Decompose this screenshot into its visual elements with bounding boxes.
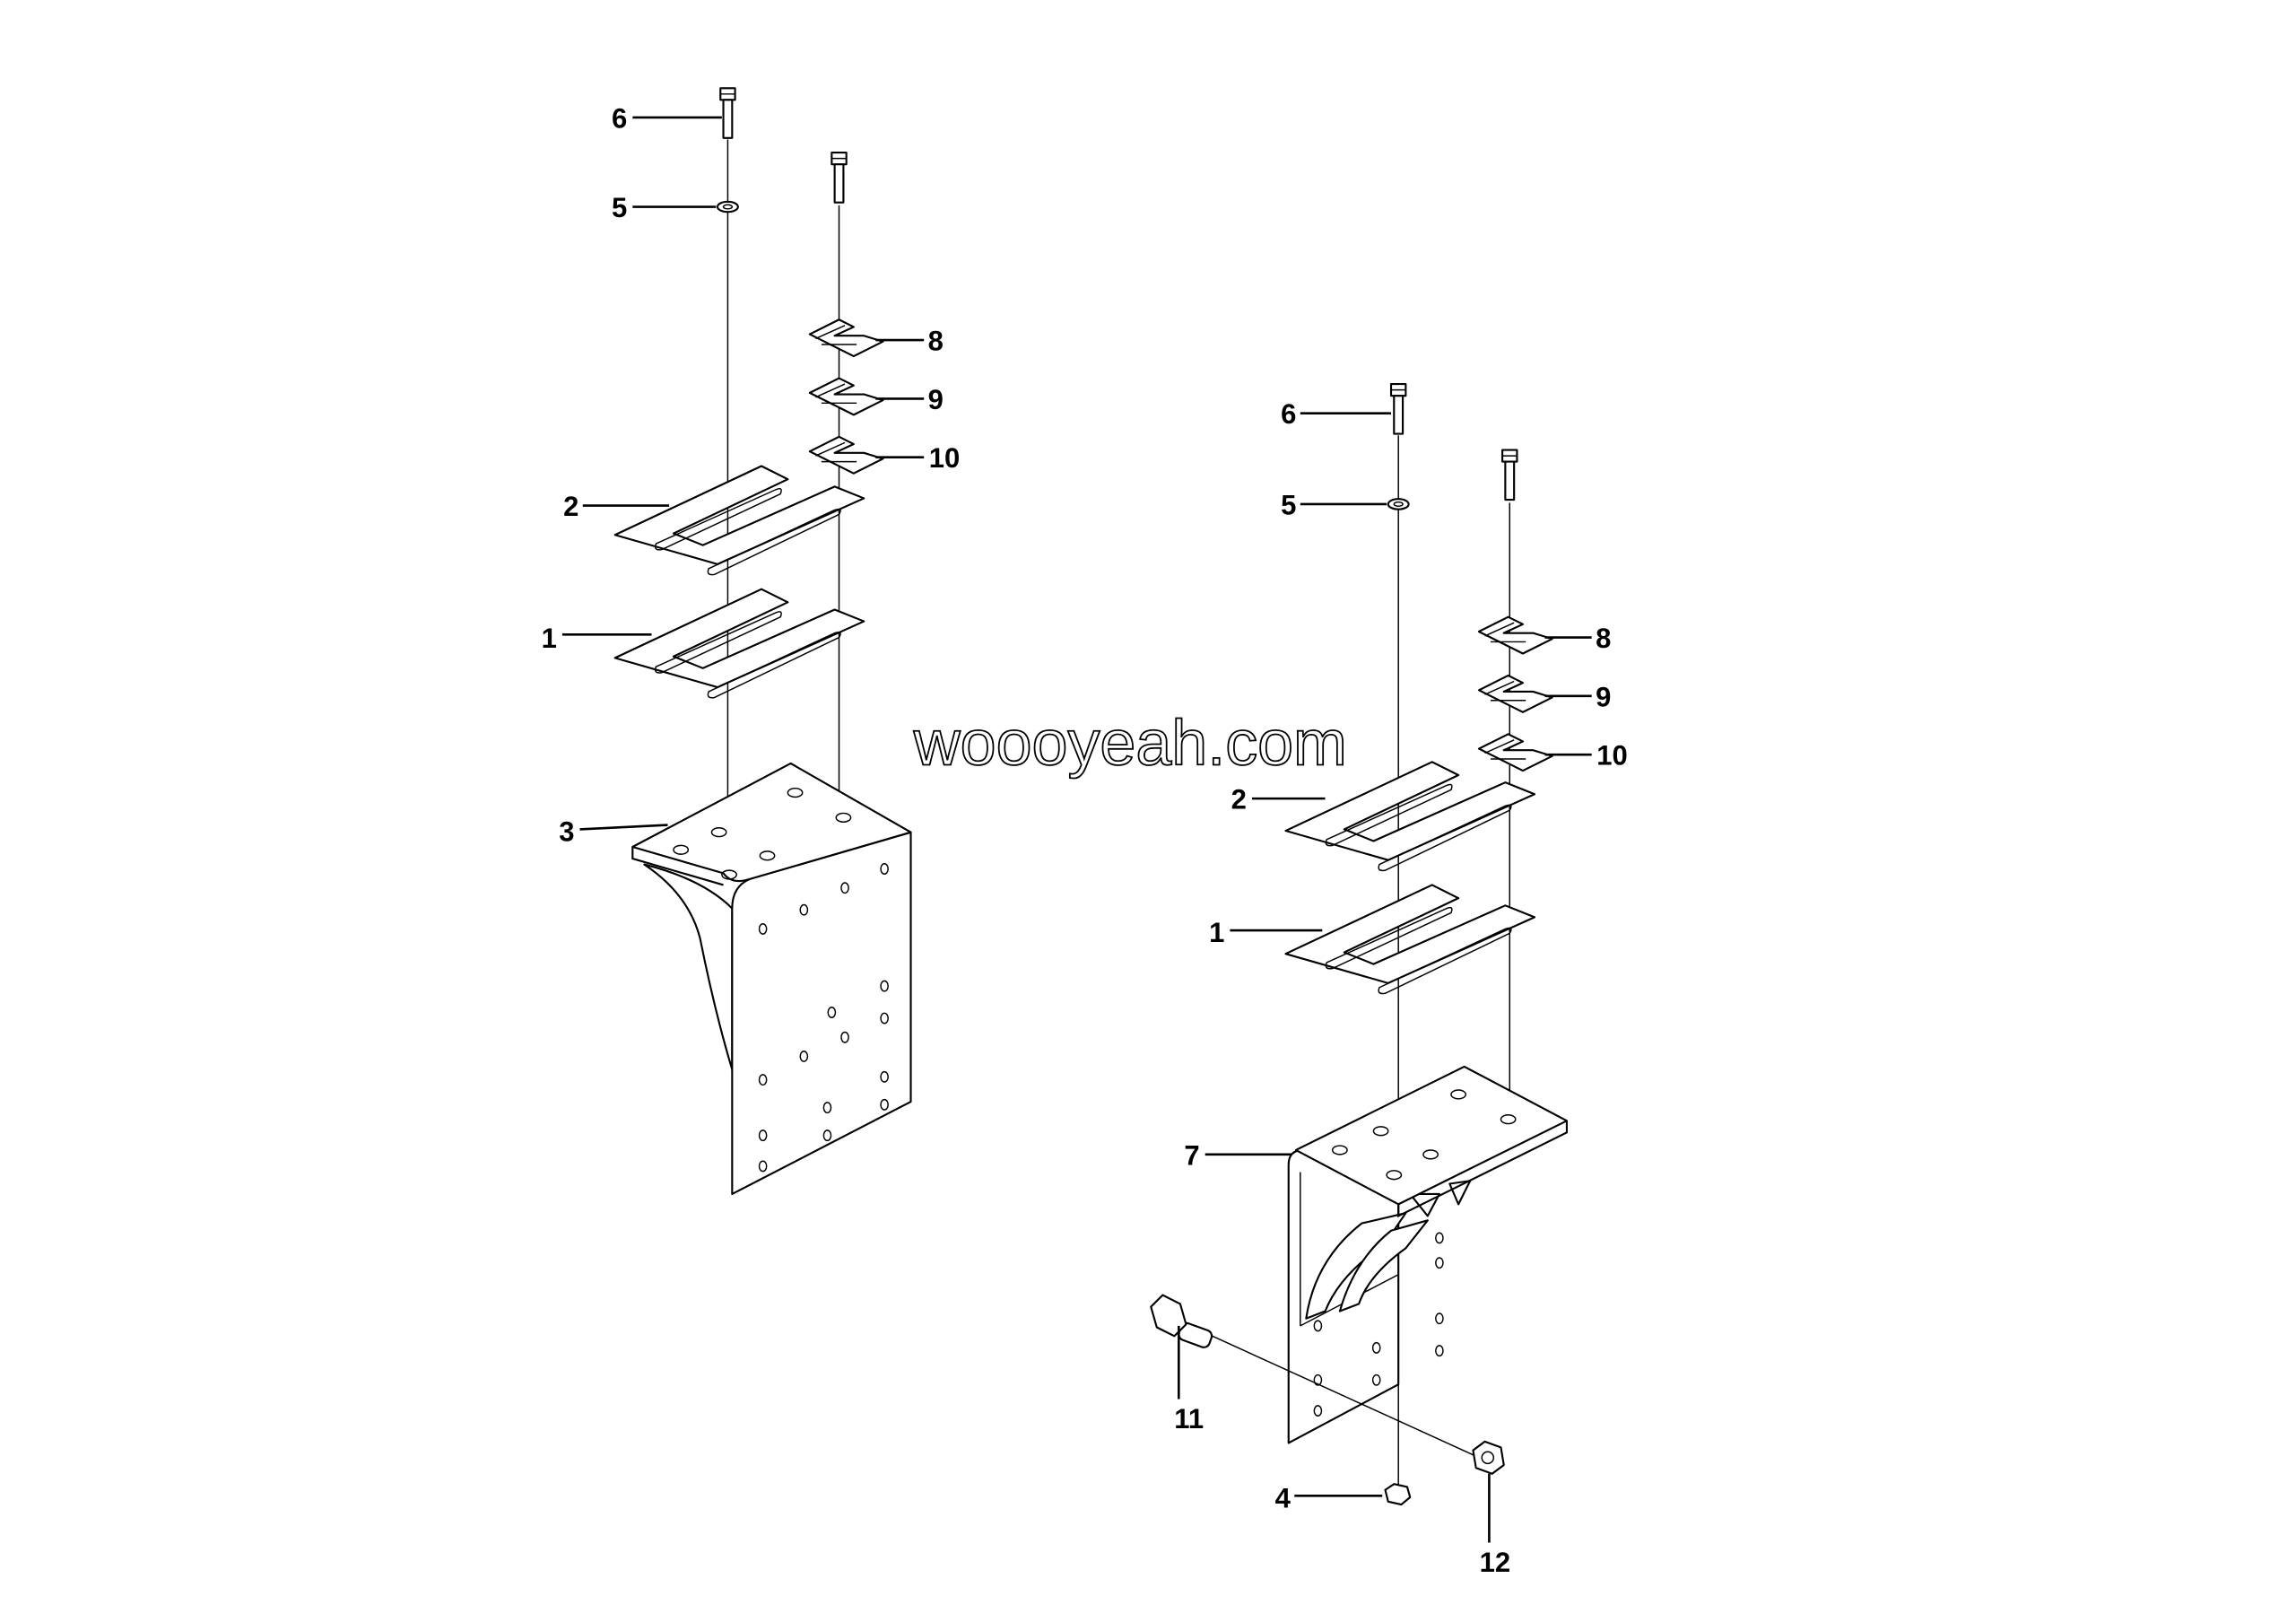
callout-label: 8 (928, 326, 944, 357)
callout-label: 7 (1184, 1139, 1199, 1171)
left-assembly: 6 5 8 9 10 2 1 3 (542, 87, 960, 1196)
shim-plate-lower (1284, 884, 1536, 995)
right-assembly: 6 5 8 9 10 2 1 7 11 4 12 (1150, 383, 1628, 1578)
callout-label: 11 (1174, 1403, 1204, 1435)
callout-label: 4 (1275, 1482, 1292, 1513)
callout-label: 9 (928, 384, 944, 415)
side-nut-icon (1472, 1440, 1505, 1475)
bolt-icon (719, 87, 736, 139)
washer-icon (716, 200, 739, 214)
nut-icon (1384, 1483, 1412, 1506)
shim-icon (808, 318, 884, 358)
callout-label: 9 (1596, 681, 1611, 712)
callout-label: 10 (1596, 740, 1628, 772)
callout-label: 1 (542, 623, 557, 654)
callout-label: 3 (559, 815, 574, 847)
washer-icon (1387, 498, 1410, 510)
bolt-icon (1389, 383, 1407, 435)
side-bolt-icon (1150, 1294, 1213, 1348)
shim-icon (1477, 733, 1553, 772)
callout-label: 1 (1209, 917, 1224, 948)
shim-icon (808, 377, 884, 416)
callout-label: 8 (1596, 623, 1611, 654)
callout-label: 12 (1480, 1547, 1510, 1578)
watermark: woooyeah.com (913, 708, 1347, 780)
callout-label: 5 (1281, 489, 1296, 520)
bolt-icon (1501, 449, 1518, 501)
shim-plate-upper (613, 465, 865, 576)
callout-label: 2 (563, 491, 578, 522)
callout-label: 6 (1281, 398, 1296, 430)
callout-label: 10 (929, 442, 960, 474)
shim-icon (808, 435, 884, 475)
bolt-icon (831, 152, 848, 204)
shim-plate-lower (613, 588, 865, 699)
shim-icon (1477, 615, 1553, 655)
callout-label: 2 (1231, 784, 1247, 815)
shim-icon (1477, 674, 1553, 713)
callout-label: 5 (612, 192, 627, 223)
bracket-3 (631, 762, 912, 1196)
bracket-7 (1287, 1065, 1569, 1444)
callout-label: 6 (612, 102, 627, 134)
